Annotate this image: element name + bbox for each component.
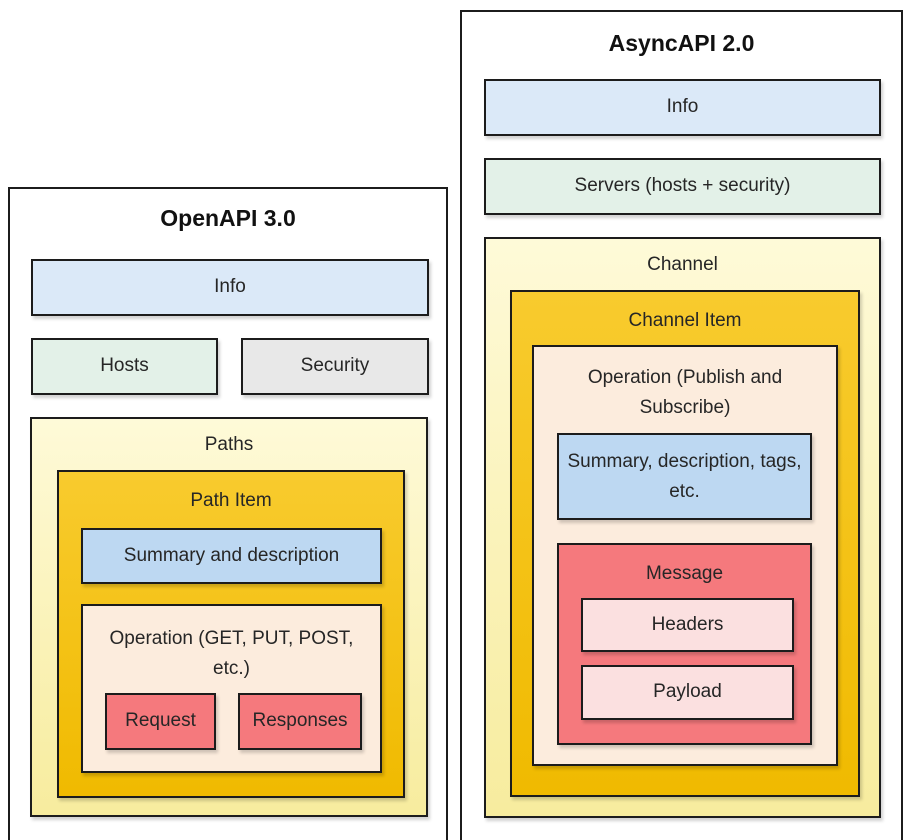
openapi-security-box: Security [241,338,429,395]
openapi-path-item-box: Path Item Summary and description Operat… [57,470,405,798]
openapi-info-label: Info [214,276,246,298]
asyncapi-payload-label: Payload [653,681,722,703]
asyncapi-servers-box: Servers (hosts + security) [484,158,881,215]
asyncapi-channel-box: Channel Channel Item Operation (Publish … [484,237,881,818]
asyncapi-operation-box: Operation (Publish and Subscribe) Summar… [532,345,838,766]
asyncapi-servers-label: Servers (hosts + security) [574,175,791,197]
openapi-hosts-box: Hosts [31,338,218,395]
asyncapi-operation-label: Operation (Publish and Subscribe) [587,367,783,419]
openapi-summary-box: Summary and description [81,528,382,584]
openapi-operation-box: Operation (GET, PUT, POST, etc.) Request… [81,604,382,773]
openapi-operation-label: Operation (GET, PUT, POST, etc.) [109,628,354,680]
asyncapi-info-box: Info [484,79,881,136]
openapi-responses-box: Responses [238,693,362,750]
openapi-summary-label: Summary and description [123,544,340,566]
openapi-info-box: Info [31,259,429,316]
asyncapi-container: AsyncAPI 2.0 Info Servers (hosts + secur… [460,10,903,840]
asyncapi-headers-label: Headers [651,613,724,635]
asyncapi-channel-label: Channel [647,254,718,275]
openapi-responses-label: Responses [252,710,348,732]
asyncapi-summary-box: Summary, description, tags, etc. [557,433,812,520]
openapi-title: OpenAPI 3.0 [160,205,296,231]
openapi-security-label: Security [300,355,370,377]
asyncapi-title: AsyncAPI 2.0 [608,30,755,56]
asyncapi-message-label: Message [645,563,724,584]
openapi-request-label: Request [125,710,196,732]
asyncapi-message-box: Message Headers Payload [557,543,812,745]
asyncapi-headers-box: Headers [581,598,794,652]
openapi-container: OpenAPI 3.0 Info Hosts Security Paths Pa… [8,187,448,840]
asyncapi-summary-label: Summary, description, tags, etc. [567,451,802,502]
asyncapi-channel-item-label: Channel Item [628,310,742,331]
openapi-paths-box: Paths Path Item Summary and description … [30,417,428,817]
openapi-path-item-label: Path Item [190,490,272,511]
openapi-paths-label: Paths [204,434,254,455]
asyncapi-info-label: Info [666,96,699,118]
openapi-hosts-label: Hosts [100,355,149,377]
asyncapi-channel-item-box: Channel Item Operation (Publish and Subs… [510,290,860,797]
asyncapi-payload-box: Payload [581,665,794,720]
openapi-request-box: Request [105,693,216,750]
